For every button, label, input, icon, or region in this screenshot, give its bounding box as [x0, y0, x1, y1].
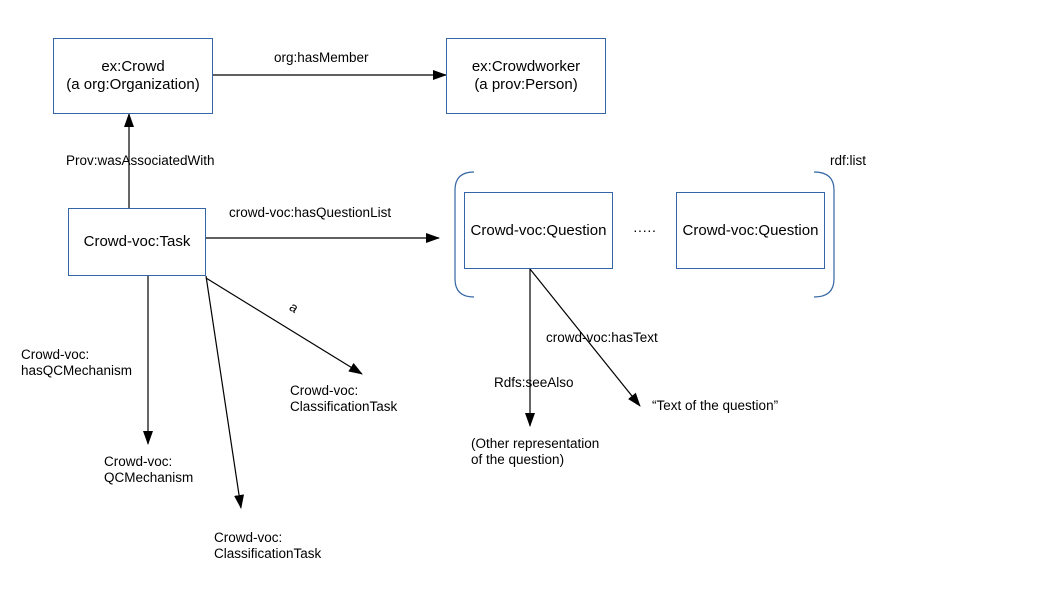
- classification-task-bottom: Crowd-voc: ClassificationTask: [214, 530, 322, 561]
- has-member-label: org:hasMember: [274, 50, 369, 65]
- has-question-list-label: crowd-voc:hasQuestionList: [229, 205, 392, 220]
- crowdworker-node-title: ex:Crowdworker: [471, 58, 581, 75]
- question-node-2-label: Crowd-voc:Question: [682, 221, 819, 239]
- type-a-arrow: [205, 277, 363, 375]
- classification-task-bottom-arrow: [205, 275, 245, 509]
- question-node-1: Crowd-voc:Question: [464, 192, 613, 269]
- classification-task-right: Crowd-voc: ClassificationTask: [290, 383, 398, 414]
- question-text-literal: “Text of the question”: [652, 398, 779, 413]
- task-node-label: Crowd-voc:Task: [83, 233, 191, 250]
- qc-mechanism-target: Crowd-voc: QCMechanism: [104, 454, 194, 485]
- rdf-list-label: rdf:list: [830, 153, 867, 168]
- list-ellipsis: ·····: [633, 222, 657, 238]
- has-qc-mechanism-label: Crowd-voc: hasQCMechanism: [21, 347, 133, 378]
- list-bracket-right: [813, 171, 835, 298]
- task-node: Crowd-voc:Task: [68, 208, 206, 276]
- question-node-1-label: Crowd-voc:Question: [470, 221, 607, 239]
- crowd-node-title: ex:Crowd: [101, 58, 165, 75]
- has-text-arrow: [529, 268, 641, 407]
- other-representation-literal: (Other representation of the question): [471, 436, 600, 467]
- crowd-node-type: (a org:Organization): [66, 76, 200, 93]
- list-bracket-left: [454, 171, 475, 298]
- crowdworker-node: ex:Crowdworker (a prov:Person): [446, 38, 606, 114]
- was-associated-with-label: Prov:wasAssociatedWith: [66, 153, 215, 168]
- crowd-node: ex:Crowd (a org:Organization): [53, 38, 213, 114]
- question-node-2: Crowd-voc:Question: [676, 192, 825, 269]
- crowdworker-node-type: (a prov:Person): [474, 76, 578, 93]
- see-also-label: Rdfs:seeAlso: [494, 375, 574, 390]
- has-text-label: crowd-voc:hasText: [546, 330, 658, 345]
